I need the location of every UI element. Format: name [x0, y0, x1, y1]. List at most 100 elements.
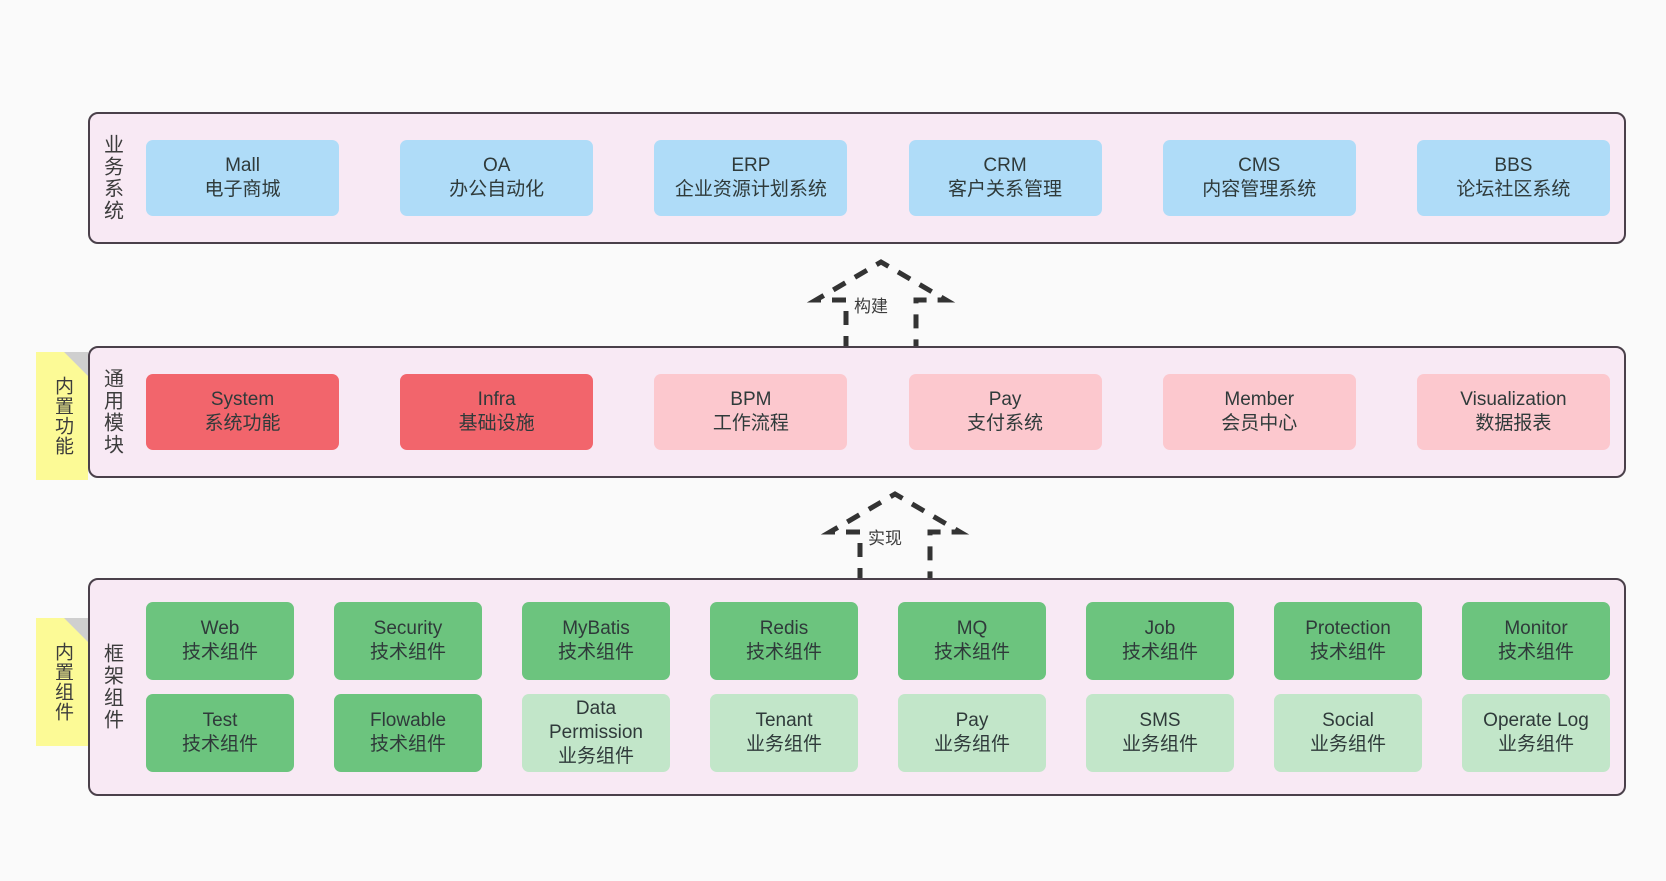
arrow-build-label: 构建 [852, 292, 890, 317]
card-title-en: Infra [477, 388, 516, 410]
card-security[interactable]: Security 技术组件 [334, 602, 482, 680]
card-bpm[interactable]: BPM 工作流程 [654, 374, 848, 450]
card-oa[interactable]: OA 办公自动化 [400, 140, 594, 216]
card-title-cn: 业务组件 [557, 746, 634, 768]
card-title-cn: 技术组件 [745, 642, 822, 663]
card-title-cn: 业务组件 [1309, 734, 1386, 755]
card-title-en: Pay [955, 709, 989, 731]
card-title-en: Operate Log [1483, 709, 1589, 731]
card-mall[interactable]: Mall 电子商城 [146, 140, 339, 216]
card-flowable[interactable]: Flowable 技术组件 [334, 694, 482, 772]
card-title-cn: 办公自动化 [449, 179, 545, 200]
card-title-en: Job [1144, 617, 1176, 639]
card-title-en: SMS [1139, 709, 1181, 731]
card-title-cn: 会员中心 [1221, 413, 1298, 434]
card-mq[interactable]: MQ 技术组件 [898, 602, 1046, 680]
card-title-cn: 技术组件 [1497, 642, 1574, 663]
card-member[interactable]: Member 会员中心 [1162, 374, 1356, 450]
card-title-cn: 系统功能 [204, 413, 281, 434]
card-title-cn: 电子商城 [204, 179, 281, 200]
card-operate-log[interactable]: Operate Log 业务组件 [1462, 694, 1610, 772]
note-fold-icon [64, 352, 88, 376]
card-title-cn: 数据报表 [1475, 413, 1552, 434]
card-title-cn: 技术组件 [369, 734, 446, 755]
layer-framework-components: 框架组件 Web 技术组件 Security 技术组件 MyBatis 技术组件… [88, 578, 1626, 796]
layer-common-modules: 通用模块 System 系统功能 Infra 基础设施 BPM 工作流程 Pay… [88, 346, 1626, 478]
card-redis[interactable]: Redis 技术组件 [710, 602, 858, 680]
note-builtin-components: 内置组件 [36, 618, 88, 746]
note-fold-icon [64, 618, 88, 642]
card-pay-business[interactable]: Pay 业务组件 [898, 694, 1046, 772]
layer-body-business-systems: Mall 电子商城 OA 办公自动化 ERP 企业资源计划系统 CRM 客户关系… [132, 114, 1624, 242]
card-title-en: Pay [988, 388, 1022, 410]
card-data-permission[interactable]: Data Permission 业务组件 [522, 694, 670, 772]
card-title-cn: 论坛社区系统 [1456, 179, 1571, 200]
card-title-cn: 基础设施 [458, 413, 535, 434]
card-web[interactable]: Web 技术组件 [146, 602, 294, 680]
card-title-en: BPM [730, 388, 772, 410]
card-title-en: BBS [1494, 154, 1533, 176]
card-title-en: Protection [1305, 617, 1391, 639]
card-title-en: Member [1224, 388, 1295, 410]
card-pay[interactable]: Pay 支付系统 [908, 374, 1102, 450]
card-title-en: MQ [956, 617, 988, 639]
card-mybatis[interactable]: MyBatis 技术组件 [522, 602, 670, 680]
card-title-cn: 内容管理系统 [1202, 179, 1317, 200]
note-label: 内置功能 [51, 376, 73, 456]
card-sms[interactable]: SMS 业务组件 [1086, 694, 1234, 772]
card-bbs[interactable]: BBS 论坛社区系统 [1416, 140, 1610, 216]
card-title-cn: 技术组件 [181, 642, 258, 663]
card-title-cn: 业务组件 [933, 734, 1010, 755]
card-title-cn: 业务组件 [1497, 734, 1574, 755]
card-title-en: Data Permission [549, 697, 643, 743]
card-infra[interactable]: Infra 基础设施 [400, 374, 594, 450]
card-title-en: Redis [759, 617, 809, 639]
card-system[interactable]: System 系统功能 [146, 374, 339, 450]
card-erp[interactable]: ERP 企业资源计划系统 [654, 140, 848, 216]
card-tenant[interactable]: Tenant 业务组件 [710, 694, 858, 772]
card-title-cn: 客户关系管理 [948, 179, 1063, 200]
card-title-en: System [210, 388, 275, 410]
card-title-cn: 业务组件 [745, 734, 822, 755]
card-crm[interactable]: CRM 客户关系管理 [908, 140, 1102, 216]
card-title-en: Flowable [369, 709, 447, 731]
card-cms[interactable]: CMS 内容管理系统 [1162, 140, 1356, 216]
card-title-cn: 技术组件 [369, 642, 446, 663]
card-row-tech: Web 技术组件 Security 技术组件 MyBatis 技术组件 Redi… [146, 602, 1610, 680]
layer-title-common-modules: 通用模块 [100, 368, 123, 456]
card-title-cn: 技术组件 [933, 642, 1010, 663]
arrow-implement-label: 实现 [866, 524, 904, 549]
card-title-cn: 业务组件 [1121, 734, 1198, 755]
layer-title-framework-components: 框架组件 [100, 643, 123, 731]
card-title-en: Web [200, 617, 240, 639]
card-protection[interactable]: Protection 技术组件 [1274, 602, 1422, 680]
card-title-cn: 技术组件 [181, 734, 258, 755]
card-title-cn: 技术组件 [1121, 642, 1198, 663]
layer-title-business-systems: 业务系统 [100, 134, 123, 222]
card-title-en: Monitor [1504, 617, 1568, 639]
note-label: 内置组件 [51, 642, 73, 722]
card-job[interactable]: Job 技术组件 [1086, 602, 1234, 680]
card-title-en: Security [373, 617, 443, 639]
card-monitor[interactable]: Monitor 技术组件 [1462, 602, 1610, 680]
card-title-en: Test [202, 709, 238, 731]
card-title-en: MyBatis [562, 617, 630, 639]
card-title-en: ERP [731, 154, 771, 176]
card-title-cn: 企业资源计划系统 [674, 179, 827, 200]
arrow-implement: 实现 [820, 491, 970, 582]
card-title-en: OA [482, 154, 511, 176]
card-visualization[interactable]: Visualization 数据报表 [1416, 374, 1610, 450]
card-title-en: Tenant [755, 709, 813, 731]
layer-body-framework-components: Web 技术组件 Security 技术组件 MyBatis 技术组件 Redi… [132, 580, 1624, 794]
card-title-en: Mall [225, 154, 260, 176]
card-title-cn: 技术组件 [1309, 642, 1386, 663]
card-title-en: CMS [1238, 154, 1281, 176]
arrow-build: 构建 [806, 259, 956, 350]
card-title-cn: 工作流程 [712, 413, 789, 434]
layer-body-common-modules: System 系统功能 Infra 基础设施 BPM 工作流程 Pay 支付系统… [132, 348, 1624, 476]
card-social[interactable]: Social 业务组件 [1274, 694, 1422, 772]
card-title-en: Visualization [1460, 388, 1567, 410]
card-test[interactable]: Test 技术组件 [146, 694, 294, 772]
card-row: System 系统功能 Infra 基础设施 BPM 工作流程 Pay 支付系统… [146, 374, 1610, 450]
